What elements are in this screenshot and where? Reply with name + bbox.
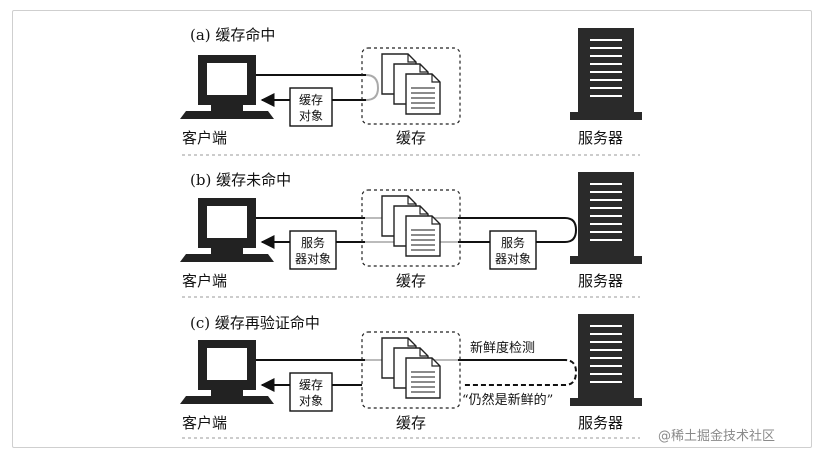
computer-icon xyxy=(180,340,274,404)
cache-box xyxy=(361,189,461,267)
panel-a-title: (a) 缓存命中 xyxy=(190,26,275,44)
server-label: 服务器 xyxy=(578,129,623,147)
server-object-label-1: 服务 xyxy=(301,235,325,250)
server-object-label-2: 器对象 xyxy=(295,252,331,266)
server-label: 服务器 xyxy=(578,272,623,290)
computer-icon xyxy=(180,55,274,119)
cache-label: 缓存 xyxy=(396,129,426,147)
panel-c-title: (c) 缓存再验证命中 xyxy=(190,314,320,332)
cache-box xyxy=(361,47,461,125)
panel-c: (c) 缓存再验证命中 客户端 新鲜度检测 “仍然是新鲜的” 缓存 对象 缓存 … xyxy=(180,313,643,439)
server-object-label-2: 器对象 xyxy=(495,252,531,266)
server-label: 服务器 xyxy=(578,414,623,432)
cached-object-label-1: 缓存 xyxy=(299,93,323,107)
panel-b: (b) 缓存未命中 客户端 服务 器对象 服务 器对象 缓存 服务器 xyxy=(180,171,643,298)
document-stack-icon xyxy=(381,337,441,399)
cached-object-box xyxy=(289,372,333,412)
cache-box xyxy=(361,331,461,409)
still-fresh-label: “仍然是新鲜的” xyxy=(462,392,553,408)
watermark: @稀土掘金技术社区 xyxy=(658,428,775,444)
cache-label: 缓存 xyxy=(396,272,426,290)
cache-label: 缓存 xyxy=(396,414,426,432)
server-object-box-right xyxy=(489,230,537,270)
client-label: 客户端 xyxy=(182,129,227,147)
document-stack-icon xyxy=(381,53,441,115)
panel-b-title: (b) 缓存未命中 xyxy=(190,171,291,189)
client-label: 客户端 xyxy=(182,272,227,290)
cache-loop xyxy=(365,74,380,101)
client-label: 客户端 xyxy=(182,414,227,432)
server-icon xyxy=(569,171,643,265)
server-loop xyxy=(564,217,578,243)
server-icon xyxy=(569,313,643,407)
panel-a: (a) 缓存命中 客户端 缓存 对象 缓存 服务器 xyxy=(180,26,643,156)
cached-object-box xyxy=(289,87,333,127)
cached-object-label-2: 对象 xyxy=(299,109,323,123)
computer-icon xyxy=(180,198,274,262)
revalidation-loop xyxy=(458,359,578,386)
server-icon xyxy=(569,27,643,121)
server-object-box-left xyxy=(289,230,337,270)
freshness-check-label: 新鲜度检测 xyxy=(470,340,535,356)
cached-object-label-2: 对象 xyxy=(299,394,323,408)
cached-object-label-1: 缓存 xyxy=(299,378,323,392)
document-stack-icon xyxy=(381,195,441,257)
server-object-label-1: 服务 xyxy=(501,235,525,250)
